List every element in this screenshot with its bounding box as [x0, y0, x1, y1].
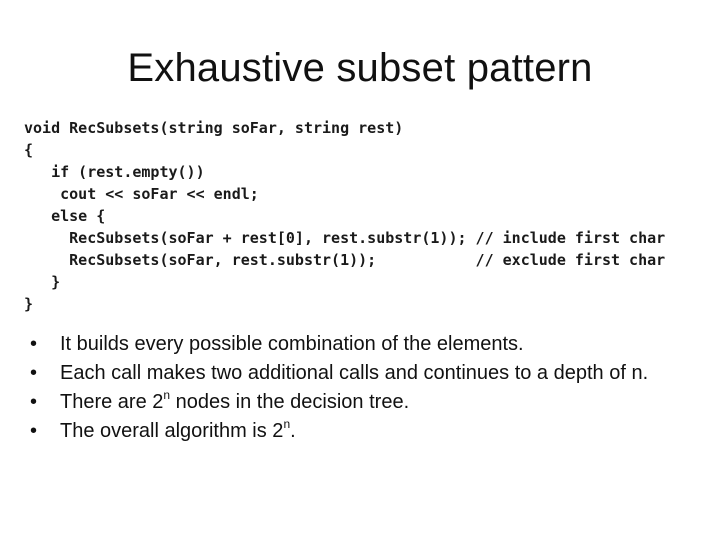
- exponent: n: [163, 388, 171, 403]
- code-line: }: [24, 273, 61, 291]
- bullet-item: • The overall algorithm is 2n.: [30, 417, 648, 446]
- code-line: }: [24, 295, 34, 313]
- code-line: RecSubsets(soFar + rest[0], rest.substr(…: [24, 229, 666, 247]
- bullet-icon: •: [30, 420, 38, 442]
- code-block: void RecSubsets(string soFar, string res…: [24, 117, 665, 315]
- code-line: RecSubsets(soFar, rest.substr(1)); // ex…: [24, 251, 666, 269]
- code-line: else {: [24, 207, 106, 225]
- code-line: {: [24, 141, 34, 159]
- bullet-text: There are 2: [60, 391, 164, 413]
- bullet-item: • There are 2n nodes in the decision tre…: [30, 388, 648, 417]
- code-line: void RecSubsets(string soFar, string res…: [24, 119, 404, 137]
- slide-title: Exhaustive subset pattern: [127, 46, 593, 90]
- exponent: n: [283, 417, 291, 432]
- bullet-icon: •: [30, 333, 38, 355]
- bullet-item: • It builds every possible combination o…: [30, 330, 648, 359]
- bullet-text: It builds every possible combination of …: [60, 333, 524, 355]
- bullet-text: .: [290, 420, 296, 442]
- bullet-icon: •: [30, 391, 38, 413]
- code-line: cout << soFar << endl;: [24, 185, 259, 203]
- bullet-text: nodes in the decision tree.: [170, 391, 410, 413]
- bullet-icon: •: [30, 362, 38, 384]
- bullet-list: • It builds every possible combination o…: [30, 330, 648, 446]
- bullet-text: Each call makes two additional calls and…: [60, 362, 649, 384]
- bullet-item: • Each call makes two additional calls a…: [30, 359, 648, 388]
- bullet-text: The overall algorithm is 2: [60, 420, 284, 442]
- code-line: if (rest.empty()): [24, 163, 205, 181]
